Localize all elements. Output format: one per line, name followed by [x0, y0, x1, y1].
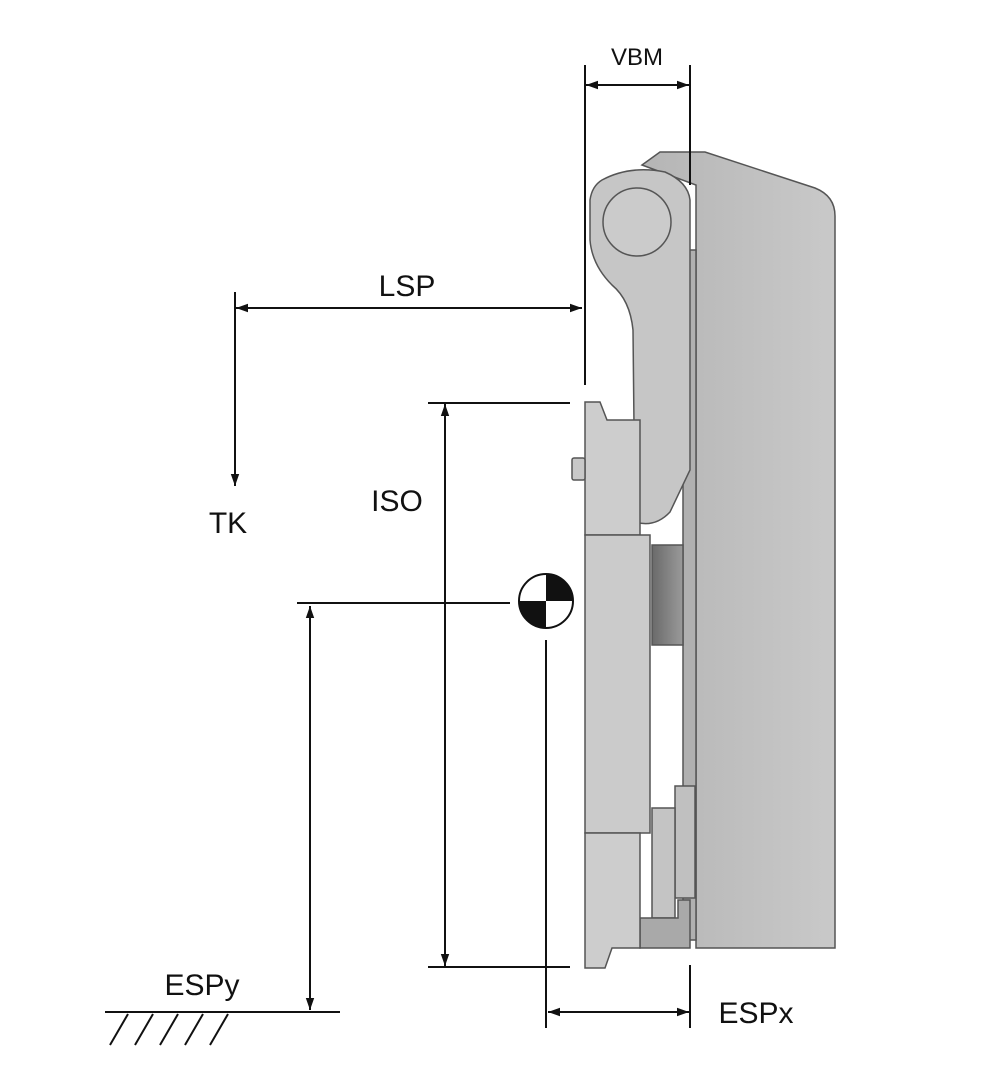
- label-tk: TK: [209, 507, 247, 540]
- dimension-iso: ISO: [371, 402, 570, 968]
- label-iso: ISO: [371, 485, 423, 518]
- clamp-assembly: [571, 151, 836, 969]
- label-espy: ESPy: [164, 969, 239, 1002]
- dimension-espx: ESPx: [548, 965, 794, 1030]
- lower-slider: [651, 807, 676, 919]
- ground-hatch-icon: [105, 1011, 340, 1046]
- label-vbm: VBM: [611, 44, 663, 71]
- dimension-espy: ESPy: [164, 606, 315, 1010]
- base-plate: [640, 151, 836, 949]
- label-espx: ESPx: [718, 997, 793, 1030]
- stud: [571, 457, 586, 481]
- middle-block: [584, 534, 651, 834]
- pivot-pin: [602, 187, 672, 257]
- dimension-lsp: LSP TK: [209, 270, 582, 540]
- lower-guide: [674, 785, 696, 899]
- dimension-vbm: VBM: [584, 44, 691, 385]
- center-of-gravity-icon: [297, 573, 574, 1028]
- roller: [651, 544, 684, 646]
- upper-clamp-block: [584, 401, 641, 536]
- lower-block: [584, 832, 641, 969]
- label-lsp: LSP: [379, 270, 436, 303]
